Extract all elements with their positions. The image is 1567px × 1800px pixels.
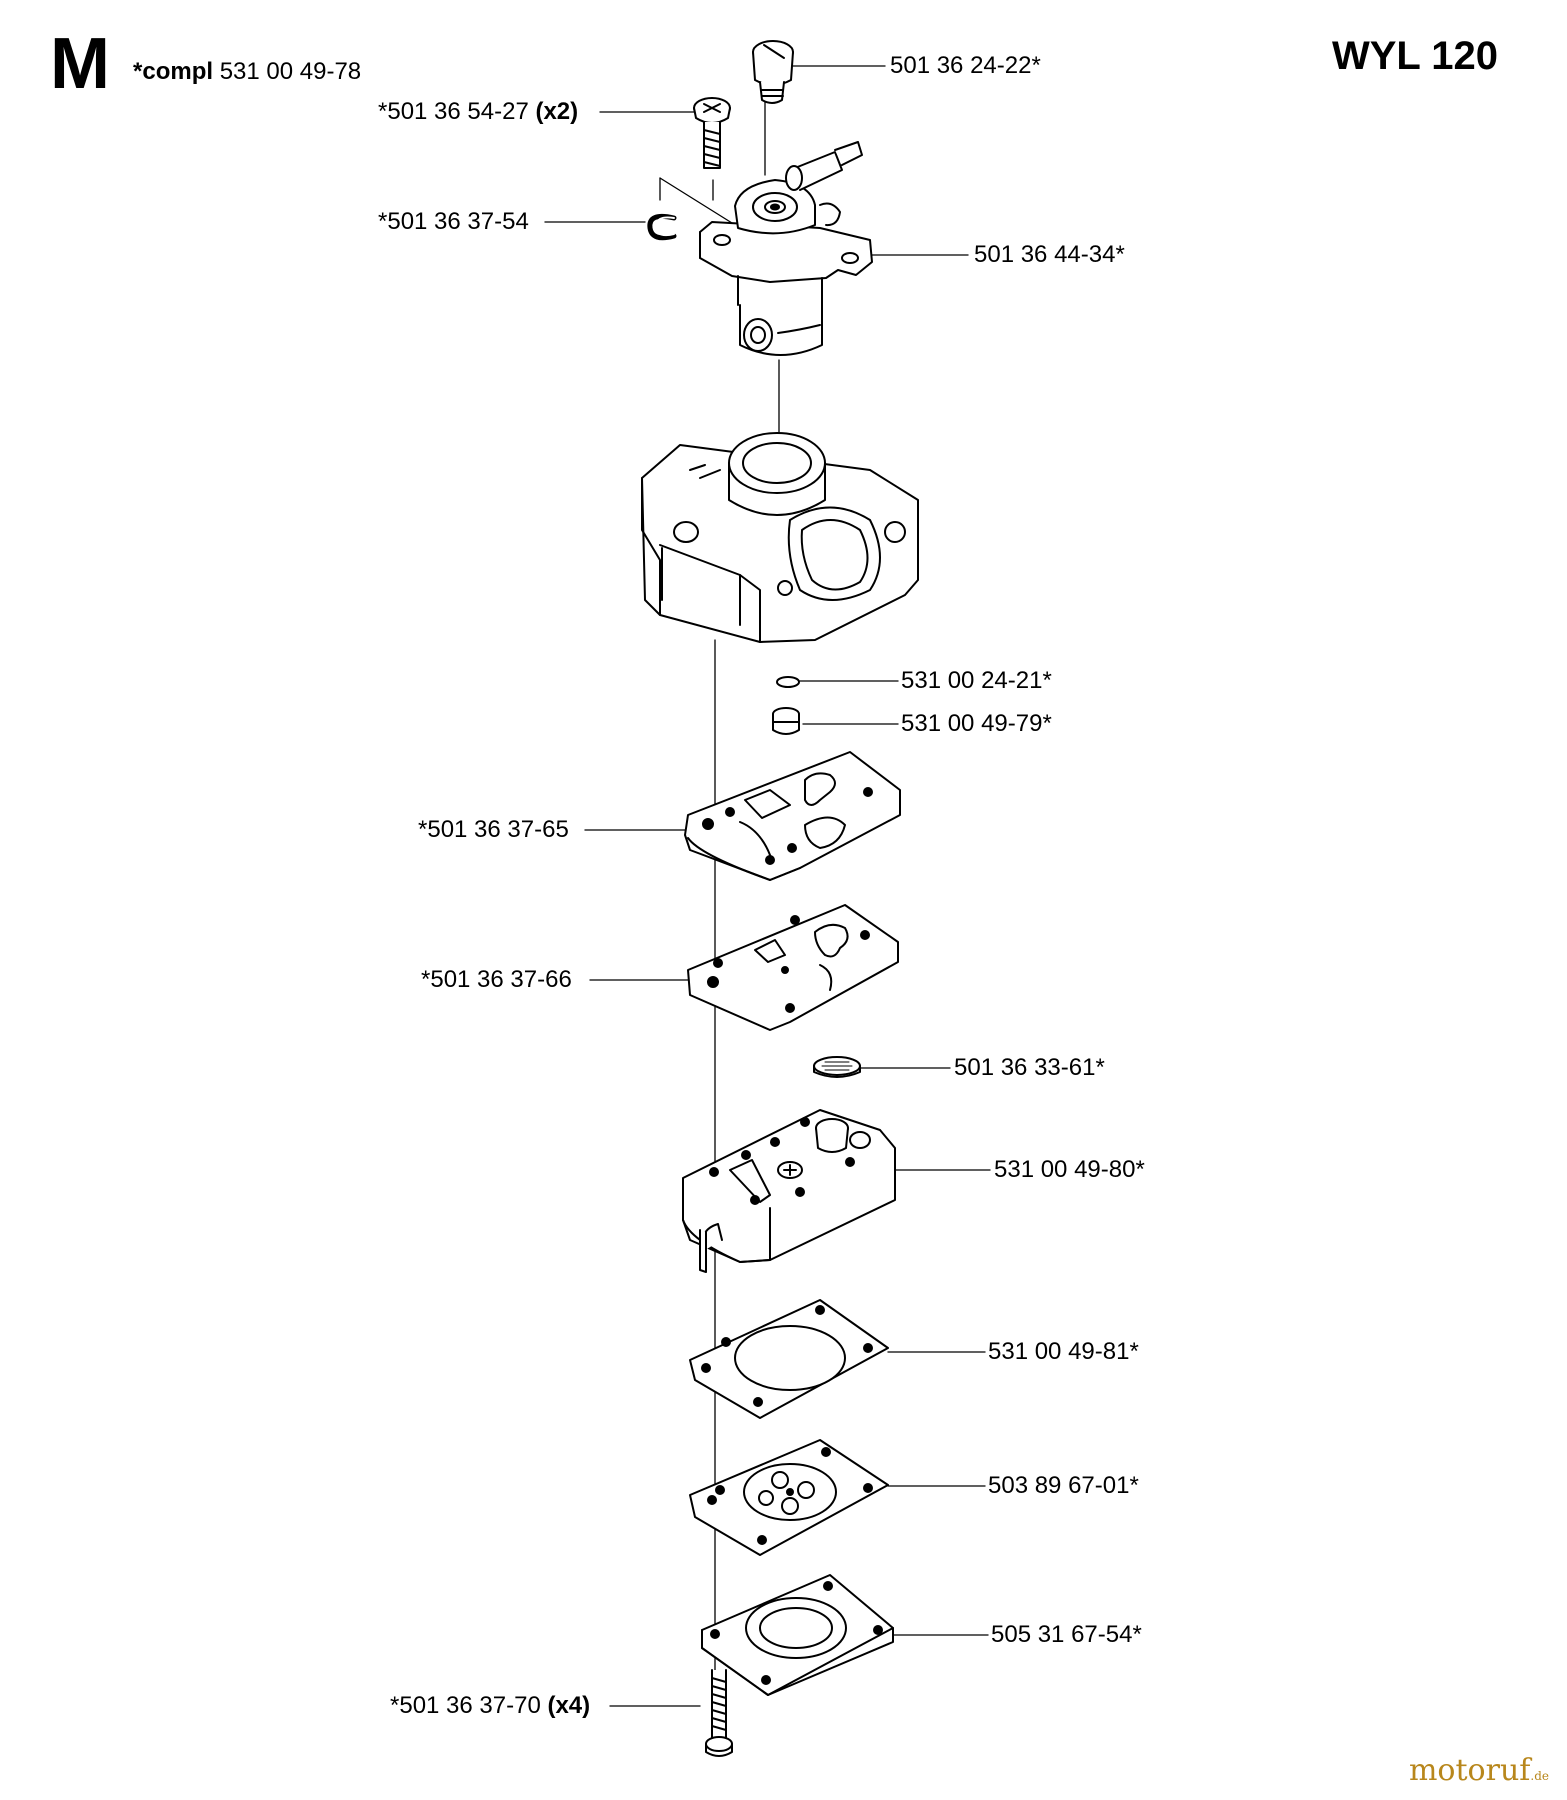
metering-cover-icon — [701, 1574, 894, 1696]
part-label-p11: 531 00 49-81* — [988, 1338, 1139, 1365]
part-label-p13: 505 31 67-54* — [991, 1621, 1142, 1648]
compl-prefix: *compl — [133, 58, 214, 85]
carburetor-body-icon — [641, 432, 919, 643]
part-label-p12: 503 89 67-01* — [988, 1472, 1139, 1499]
model-name: WYL 120 — [1332, 34, 1498, 78]
qty-badge: (x4) — [547, 1692, 591, 1719]
metering-gasket-icon — [689, 1299, 889, 1419]
pump-gasket-icon — [684, 751, 901, 881]
part-label-p7: *501 36 37-65 — [418, 816, 569, 843]
part-label-p4: 501 36 44-34* — [974, 241, 1125, 268]
adjusting-screw-icon — [752, 40, 794, 104]
filter-screen-icon — [813, 1056, 861, 1078]
part-label-p2: *501 36 54-27 (x2) — [378, 98, 579, 125]
part-label-p5: 531 00 24-21* — [901, 667, 1052, 694]
part-label-p6: 531 00 49-79* — [901, 710, 1052, 737]
mounting-screw-icon — [693, 97, 731, 169]
qty-badge: (x2) — [535, 98, 579, 125]
compl-number: 531 00 49-78 — [219, 58, 362, 85]
metering-body-icon — [682, 1109, 896, 1273]
pump-diaphragm-icon — [687, 904, 899, 1031]
leader-lines — [544, 65, 991, 1707]
part-label-p1: 501 36 24-22* — [890, 52, 1041, 79]
circlip-icon — [647, 213, 677, 241]
o-ring-icon — [776, 676, 800, 688]
cover-screw-icon — [705, 1669, 733, 1757]
watermark-logo: motoruf.de — [1408, 1753, 1549, 1788]
part-label-p8: *501 36 37-66 — [421, 966, 572, 993]
part-label-p14: *501 36 37-70 (x4) — [390, 1692, 591, 1719]
metering-diaphragm-icon — [689, 1439, 889, 1556]
part-label-p10: 531 00 49-80* — [994, 1156, 1145, 1183]
complete-assembly-number: *compl 531 00 49-78 — [133, 58, 361, 86]
valve-seat-icon — [772, 707, 800, 735]
part-label-p9: 501 36 33-61* — [954, 1054, 1105, 1081]
section-letter: M — [50, 24, 110, 104]
throttle-housing-icon — [699, 141, 873, 356]
part-label-p3: *501 36 37-54 — [378, 208, 529, 235]
